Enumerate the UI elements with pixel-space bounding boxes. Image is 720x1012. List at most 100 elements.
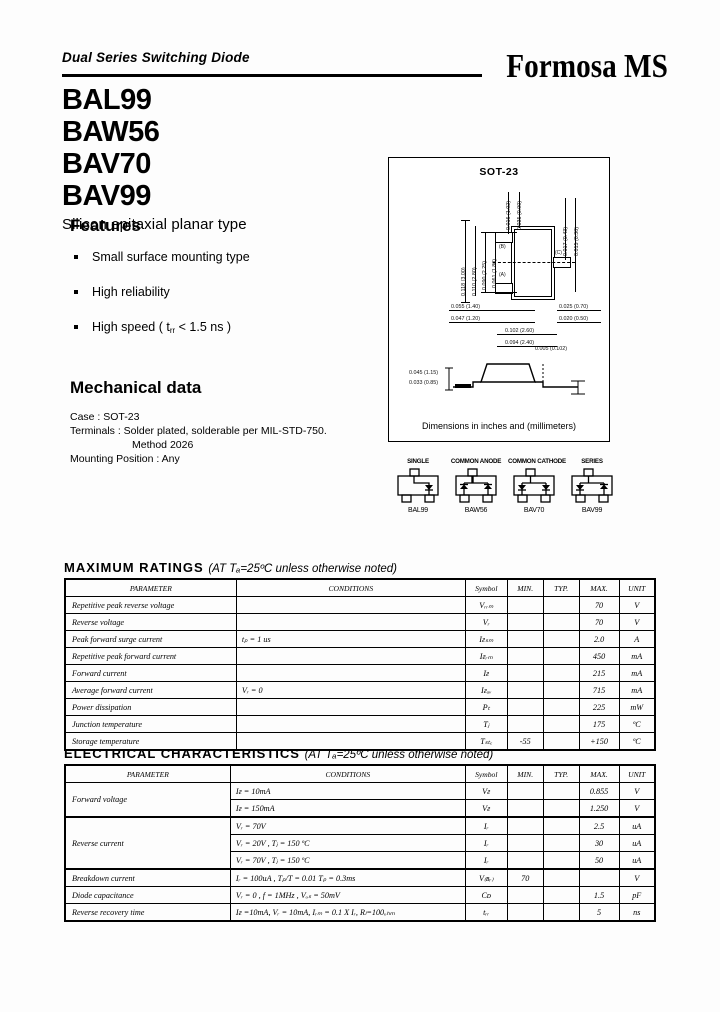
pin-label-a: (A) [499, 272, 506, 278]
cell-min [506, 715, 544, 733]
cell-conditions [235, 596, 466, 614]
cell-typ [542, 647, 580, 665]
dim-bar [475, 226, 476, 296]
cell-conditions: Iғ =10mA, Vᵣ = 10mA, Iᵣₘ = 0.1 X Iᵣ, Rₗ=… [229, 903, 466, 922]
dim-tick [461, 302, 470, 303]
cell-unit: mA [618, 647, 656, 665]
cell-symbol: Iғᵣₘ [464, 647, 508, 665]
package-body-inner [514, 229, 552, 297]
cell-min [506, 782, 544, 800]
cell-conditions [235, 664, 466, 682]
cell-typ [542, 732, 580, 751]
table-row: Forward current Iғ 215 mA [64, 664, 656, 682]
electrical-heading: ELECTRICAL CHARACTERISTICS (AT Tₐ=25ºC u… [64, 746, 493, 761]
table-row: Reverse voltage Vᵣ 70 V [64, 613, 656, 631]
cell-conditions: Vᵣ = 70V [229, 816, 466, 835]
cell-unit: V [618, 596, 656, 614]
feature-text: Small surface mounting type [92, 250, 250, 264]
dim-label-side-a: 0.045 (1.15) [409, 370, 439, 376]
table-row: Power dissipation Pₜ 225 mW [64, 698, 656, 716]
document-category-title: Dual Series Switching Diode [62, 50, 250, 65]
dim-line [497, 334, 557, 335]
cell-conditions: Iғ = 150mA [229, 799, 466, 818]
column-header-symbol: Symbol [464, 764, 508, 783]
cell-typ [542, 903, 580, 922]
cell-typ [542, 799, 580, 818]
cell-max: 2.0 [578, 630, 620, 648]
mechanical-data-section: Mechanical data Case : SOT-23 Terminals … [70, 378, 390, 466]
page-header: Dual Series Switching Diode [62, 50, 662, 65]
cell-conditions: Vᵣ = 0 [235, 681, 466, 699]
column-header-min: MIN. [506, 764, 544, 783]
cell-conditions: Vᵣ = 0 , f = 1MHz , Vₒₛ = 50mV [229, 886, 466, 904]
cell-unit: mW [618, 698, 656, 716]
cell-max: 450 [578, 647, 620, 665]
dim-tick [481, 232, 517, 233]
cell-max: 70 [578, 613, 620, 631]
dim-bar [485, 232, 486, 292]
cell-conditions: Vᵣ = 70V , Tⱼ = 150 ºC [229, 851, 466, 870]
cell-min [506, 851, 544, 870]
package-outline-drawing: SOT-23 0.016 [388, 157, 610, 442]
cell-unit: V [618, 868, 656, 887]
cell-parameter: Forward current [64, 664, 237, 682]
cell-min [506, 664, 544, 682]
cell-typ [542, 698, 580, 716]
dim-label-top-right: 0.035 (0.90) [517, 200, 523, 230]
package-lead-a [495, 283, 513, 294]
pinout-label: SERIES [581, 458, 603, 465]
dim-label-side-top2: 0.033 (0.85) [409, 380, 439, 386]
cell-min [506, 816, 544, 835]
table-row: Reverse recovery time Iғ =10mA, Vᵣ = 10m… [64, 903, 656, 922]
features-list: Small surface mounting type High reliabi… [70, 250, 370, 335]
column-header-min: MIN. [506, 578, 544, 597]
electrical-characteristics-table: PARAMETER CONDITIONS Symbol MIN. TYP. MA… [64, 764, 656, 922]
dim-bar [495, 236, 496, 288]
part-number: BAW56 [62, 116, 160, 148]
mechanical-case: Case : SOT-23 [70, 411, 140, 423]
cell-max: +150 [578, 732, 620, 751]
pinout-common-anode: COMMON ANODE BAW56 [450, 458, 502, 514]
part-number-list: BAL99 BAW56 BAV70 BAV99 Silicon epitaxia… [62, 84, 247, 233]
package-side-view [445, 362, 585, 395]
cell-symbol: Iᵣ [464, 851, 508, 870]
cell-max: 715 [578, 681, 620, 699]
package-centerline [493, 262, 575, 263]
cell-unit: V [618, 782, 656, 800]
max-ratings-heading: MAXIMUM RATINGS (AT Tₐ=25ºC unless other… [64, 560, 397, 575]
mechanical-mounting-position: Mounting Position : Any [70, 453, 180, 465]
mechanical-terminals: Terminals : Solder plated, solderable pe… [70, 425, 327, 437]
column-header-symbol: Symbol [464, 578, 508, 597]
pinout-label: COMMON CATHODE [508, 458, 566, 465]
table-row: Diode capacitance Vᵣ = 0 , f = 1MHz , Vₒ… [64, 886, 656, 904]
cell-max: 175 [578, 715, 620, 733]
table-row: Forward voltage Iғ = 10mA Vғ 0.855 V [64, 782, 656, 818]
cell-min [506, 681, 544, 699]
pinout-label: COMMON ANODE [450, 458, 502, 465]
part-subtitle: Silicon epitaxial planar type [62, 216, 247, 233]
pinout-part-number: BAW56 [464, 507, 488, 514]
max-ratings-title: MAXIMUM RATINGS [64, 560, 204, 575]
pinout-part-number: BAV99 [581, 507, 603, 514]
feature-text: High reliability [92, 285, 170, 299]
cell-typ [542, 816, 580, 835]
pinout-common-cathode: COMMON CATHODE BAV70 [508, 458, 566, 514]
dim-label-right-lower: 0.015 (0.38) [574, 226, 580, 256]
cell-symbol: Pₜ [464, 698, 508, 716]
feature-text-tail: < 1.5 ns ) [175, 320, 232, 334]
package-lead-b [495, 232, 513, 243]
column-header-conditions: CONDITIONS [229, 764, 466, 783]
cell-typ [542, 613, 580, 631]
cell-parameter: Average forward current [64, 681, 237, 699]
cell-parameter: Repetitive peak forward current [64, 647, 237, 665]
cell-max: 215 [578, 664, 620, 682]
pinout-symbol-common-cathode [513, 468, 555, 503]
cell-symbol: Tⱼ [464, 715, 508, 733]
pinout-symbol-common-anode [455, 468, 497, 503]
cell-unit: pF [618, 886, 656, 904]
table-row: Vᵣ = 20V , Tⱼ = 150 ºC Iᵣ 30 uA [65, 834, 656, 852]
dim-line [557, 322, 601, 323]
pinout-part-number: BAV70 [523, 507, 545, 514]
dim-line [449, 310, 535, 311]
feature-item: High reliability [70, 285, 370, 299]
